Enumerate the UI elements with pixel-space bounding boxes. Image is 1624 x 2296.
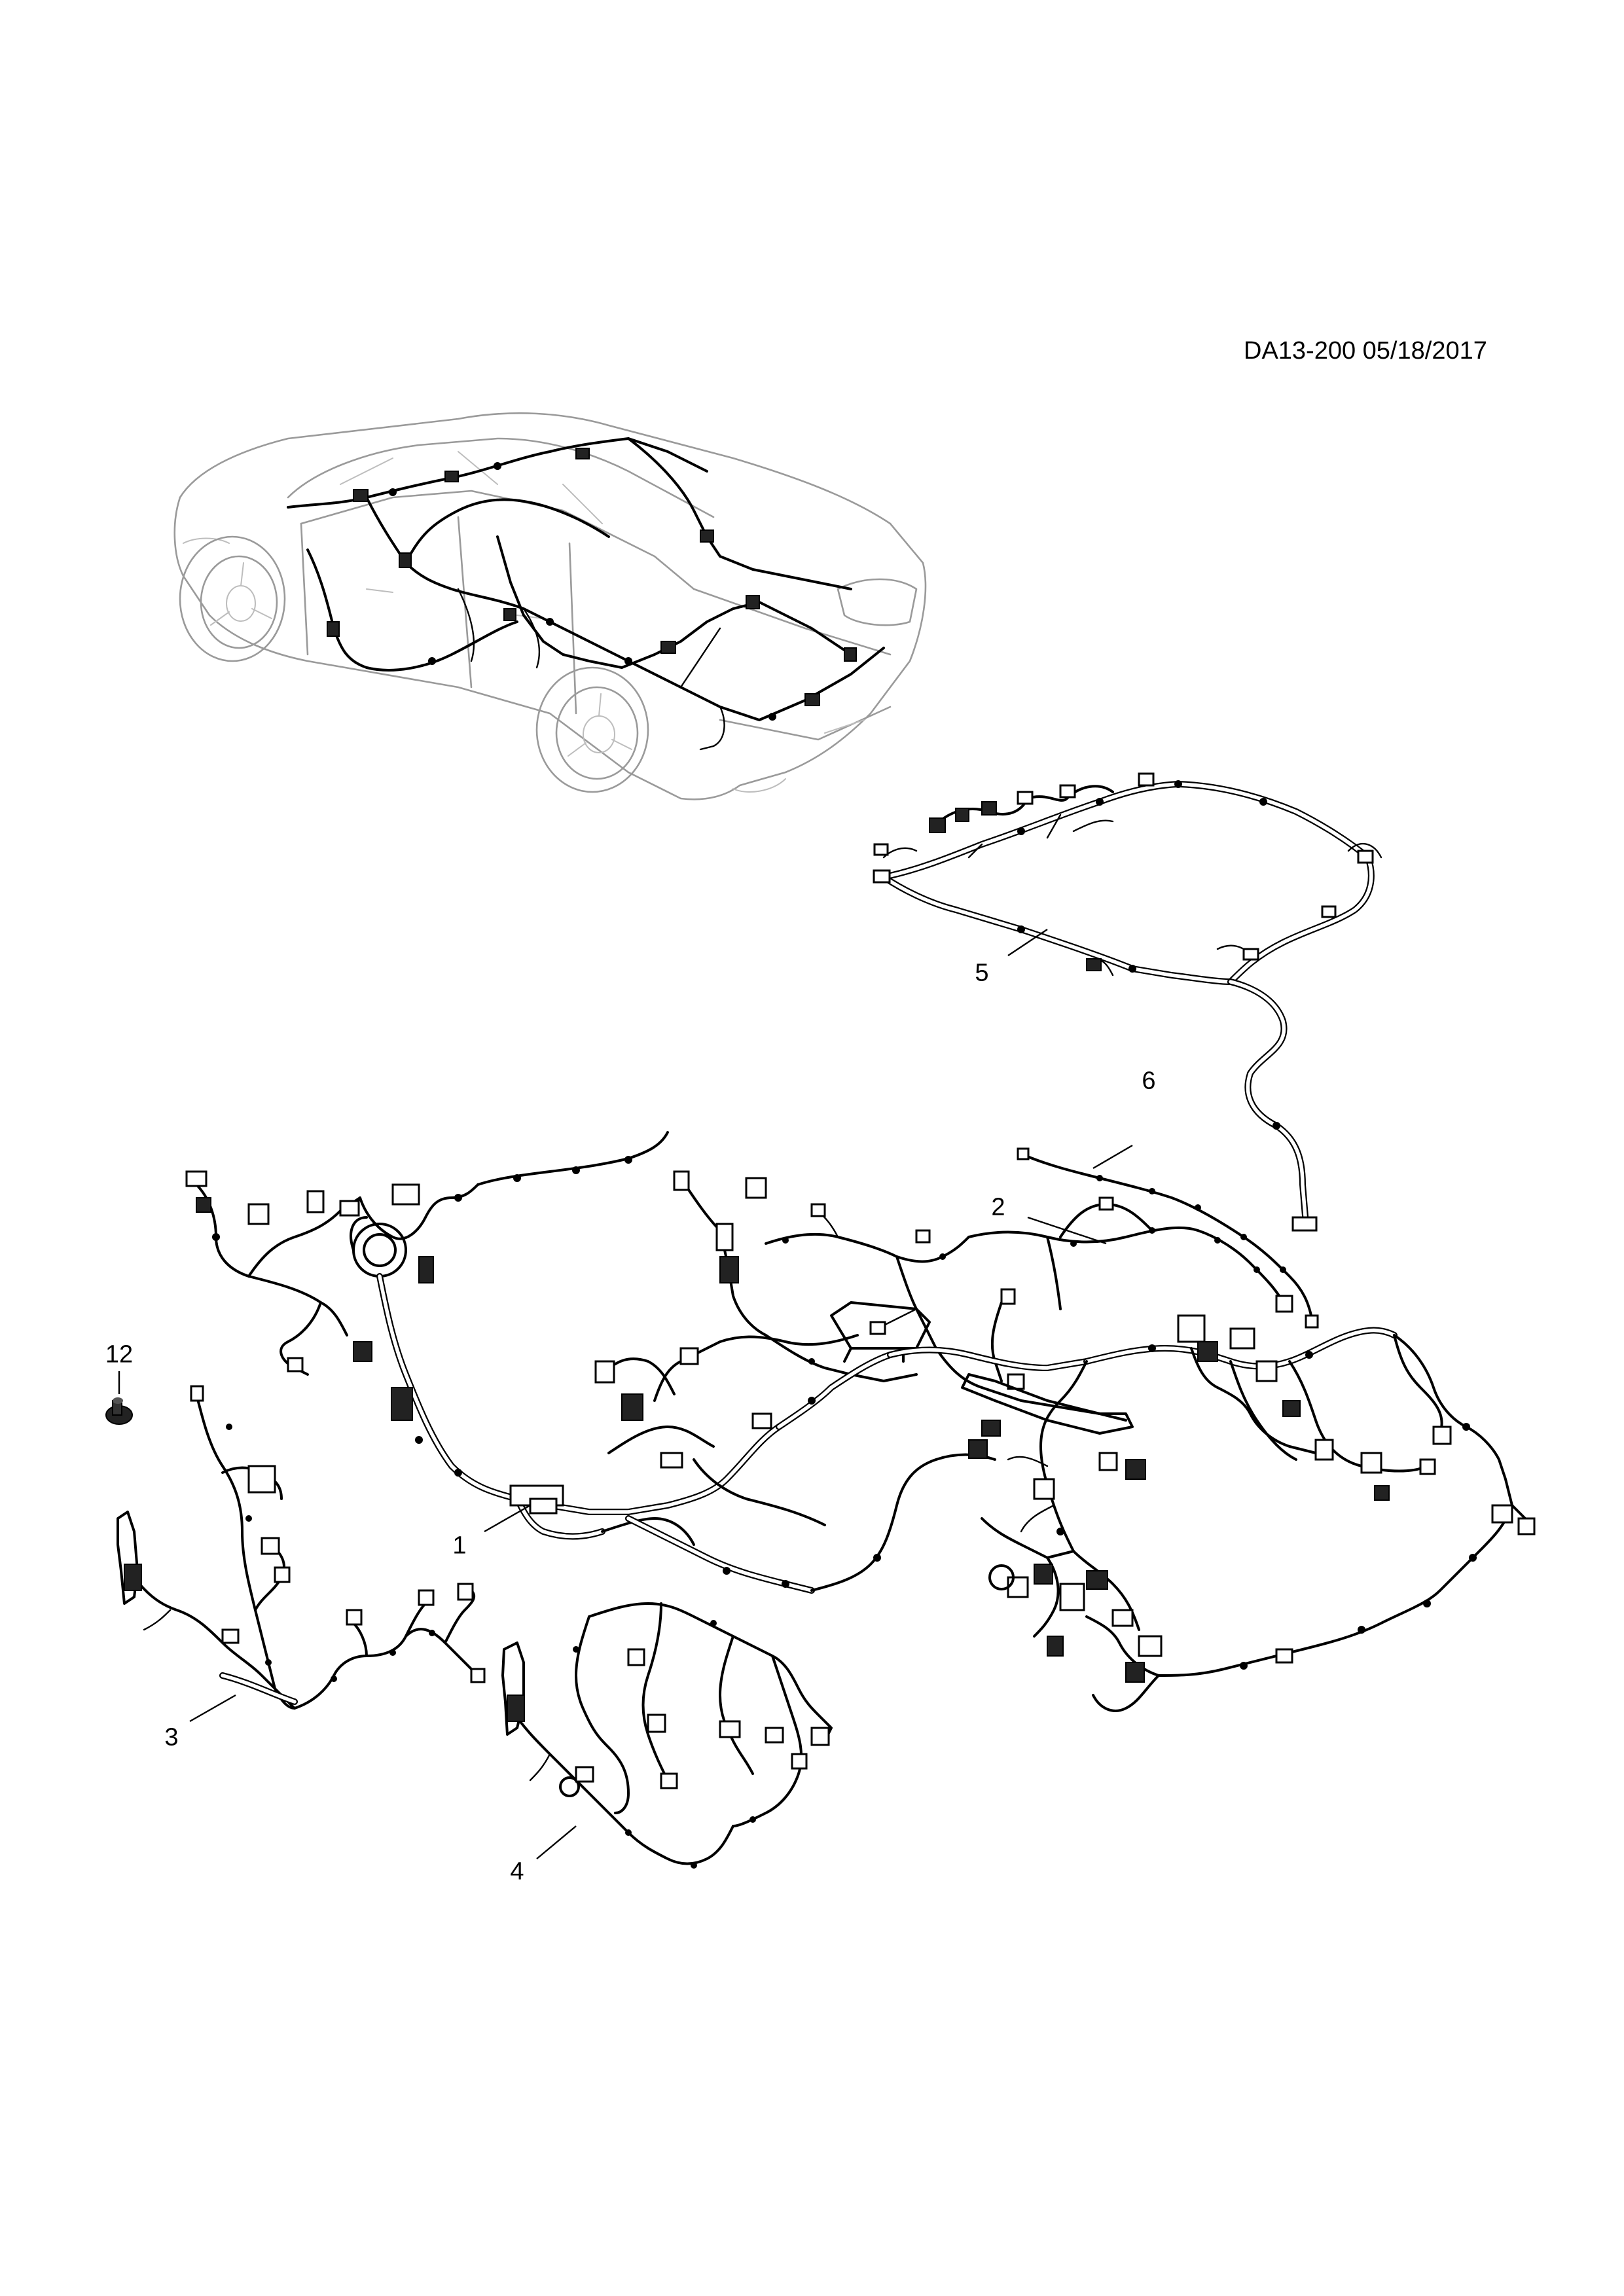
leader-line-5 — [1007, 929, 1048, 956]
vehicle-outline — [173, 412, 927, 800]
harness-2 — [673, 1170, 1293, 1437]
harness-6 — [1017, 1147, 1319, 1329]
vehicle-harness-overview — [287, 437, 885, 751]
harness-5-roof — [873, 772, 1382, 1232]
leader-line-6 — [1092, 1144, 1133, 1170]
callout-1: 1 — [452, 1532, 467, 1560]
part-12-grommet — [105, 1397, 133, 1425]
leader-line-4 — [536, 1825, 577, 1859]
callout-2: 2 — [991, 1193, 1005, 1221]
harness-1-main — [185, 1131, 1146, 1594]
leader-line-3 — [189, 1694, 236, 1723]
callout-12: 12 — [105, 1340, 134, 1369]
leader-line-1 — [484, 1504, 531, 1533]
callout-6: 6 — [1142, 1067, 1156, 1095]
harness-4 — [501, 1602, 833, 1869]
harness-right-cluster — [981, 1314, 1536, 1712]
document-reference: DA13-200 05/18/2017 — [1244, 337, 1487, 365]
callout-5: 5 — [975, 959, 989, 987]
callout-4: 4 — [510, 1857, 524, 1886]
leader-line-2 — [1027, 1216, 1107, 1245]
harness-3 — [117, 1385, 486, 1710]
callout-3: 3 — [164, 1723, 179, 1751]
